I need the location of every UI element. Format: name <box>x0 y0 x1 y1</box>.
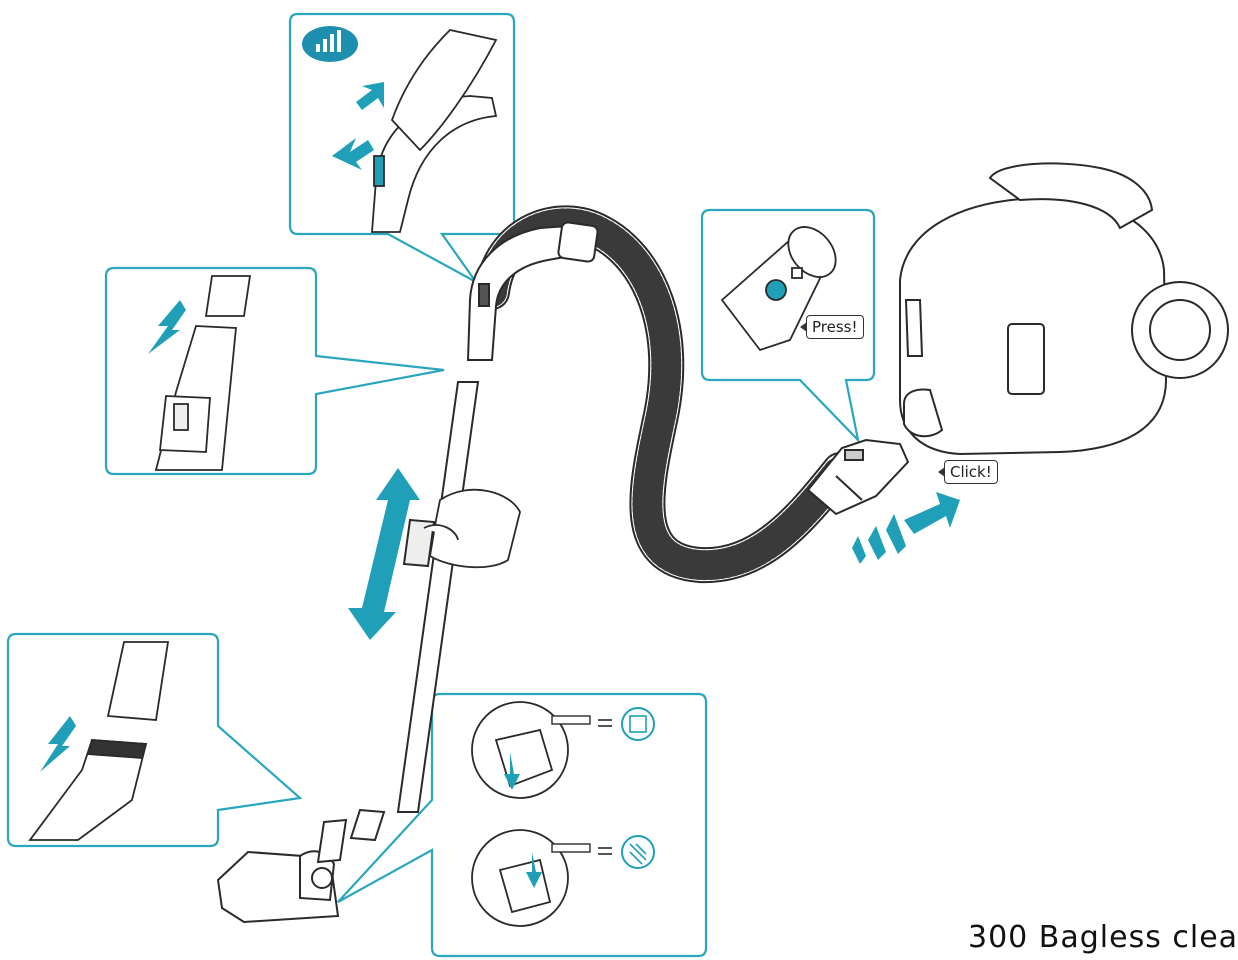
hose-release-closeup <box>720 226 837 352</box>
nozzle-coupling-closeup <box>28 641 170 841</box>
telescope-double-arrow <box>348 468 420 640</box>
hard-floor-icon <box>551 707 655 741</box>
insert-arrow-down-icon-2 <box>40 716 76 772</box>
telescopic-tube <box>349 381 480 842</box>
tube-coupling-closeup <box>154 275 252 471</box>
carpet-icon <box>551 835 655 869</box>
connect-direction-arrow <box>852 492 960 564</box>
pedal-press-arrows <box>504 752 542 888</box>
suction-adjust-arrow <box>332 82 384 170</box>
click-label: Click! <box>938 460 998 484</box>
handle-closeup <box>371 29 498 233</box>
hose-handle <box>466 221 599 361</box>
insert-arrow-down-icon <box>148 300 186 354</box>
floor-nozzle <box>216 818 348 924</box>
callout-tube-coupling <box>104 266 445 476</box>
signal-bars-icon <box>302 26 358 62</box>
press-label: Press! <box>800 315 864 339</box>
canister-body <box>899 162 1229 456</box>
hand-on-tube <box>423 488 521 569</box>
product-caption: 300 Bagless clea <box>968 920 1238 955</box>
hose-connector <box>806 438 910 516</box>
